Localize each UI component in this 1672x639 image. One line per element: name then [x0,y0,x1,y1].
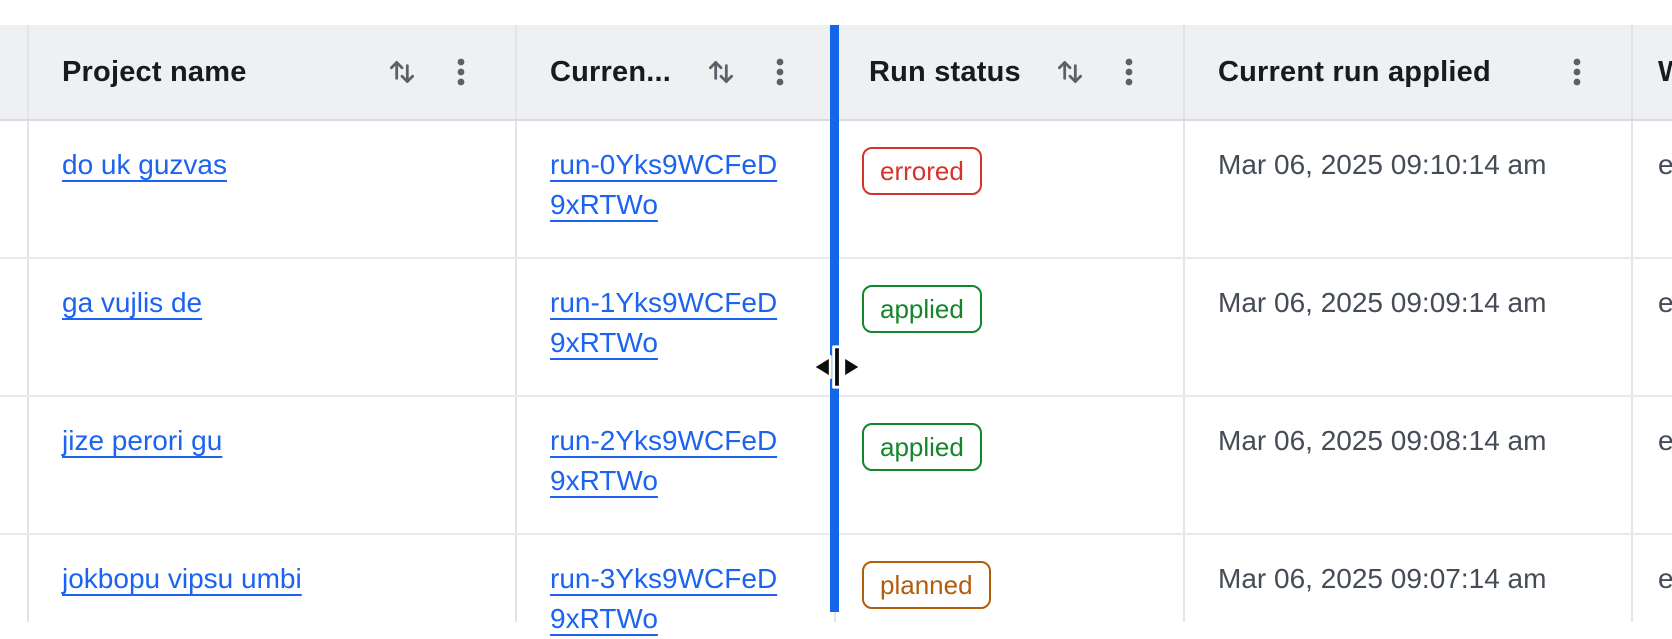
column-header-project-name[interactable]: Project name [29,25,517,119]
run-status-cell: applied [836,259,1185,395]
sort-icon[interactable] [385,55,419,89]
kebab-menu-icon[interactable] [1571,55,1583,89]
column-header-label: W [1658,55,1672,88]
column-header-label: Run status [869,55,1021,88]
row-gutter-cell [0,535,29,622]
sort-icon[interactable] [1053,55,1087,89]
project-link[interactable]: ga vujlis de [62,287,203,318]
project-link[interactable]: do uk guzvas [62,149,227,180]
current-run-applied-cell: Mar 06, 2025 09:08:14 am [1185,397,1633,533]
column-header-run-status[interactable]: Run status [836,25,1185,119]
clipped-cell: e [1658,563,1672,594]
project-link[interactable]: jize perori gu [62,425,223,456]
row-gutter-cell [0,259,29,395]
current-run-applied-cell: Mar 06, 2025 09:09:14 am [1185,259,1633,395]
row-gutter-cell [0,121,29,257]
kebab-menu-icon[interactable] [455,55,467,89]
timestamp-text: Mar 06, 2025 09:08:14 am [1218,425,1547,456]
status-badge: errored [862,147,982,195]
project-name-cell: do uk guzvas [29,121,517,257]
row-gutter-cell [0,397,29,533]
run-status-cell: errored [836,121,1185,257]
kebab-menu-icon[interactable] [1123,55,1135,89]
run-status-cell: planned [836,535,1185,622]
project-name-cell: jize perori gu [29,397,517,533]
timestamp-text: Mar 06, 2025 09:07:14 am [1218,563,1547,594]
column-header-label: Project name [62,55,247,88]
clipped-cell: e [1658,287,1672,318]
column-resize-guide-line[interactable] [830,25,839,612]
status-badge: applied [862,285,982,333]
column-header-current-run[interactable]: Curren... [517,25,836,119]
column-header-current-run-applied[interactable]: Current run applied [1185,25,1633,119]
timestamp-text: Mar 06, 2025 09:09:14 am [1218,287,1547,318]
clipped-cell: e [1658,149,1672,180]
run-status-cell: applied [836,397,1185,533]
status-badge: applied [862,423,982,471]
sort-icon[interactable] [704,55,738,89]
column-header-clipped[interactable]: W [1633,25,1672,119]
column-header-label: Curren... [550,55,672,88]
row-gutter-header-cell [0,25,29,119]
column-header-label: Current run applied [1218,55,1491,88]
project-name-cell: jokbopu vipsu umbi [29,535,517,622]
timestamp-text: Mar 06, 2025 09:10:14 am [1218,149,1547,180]
current-run-applied-cell: Mar 06, 2025 09:07:14 am [1185,535,1633,622]
kebab-menu-icon[interactable] [774,55,786,89]
project-name-cell: ga vujlis de [29,259,517,395]
col-resize-cursor-icon [806,342,868,392]
runs-table-page: { "table": { "columns": [ { "label": "Pr… [0,25,1672,634]
clipped-cell: e [1658,425,1672,456]
current-run-applied-cell: Mar 06, 2025 09:10:14 am [1185,121,1633,257]
status-badge: planned [862,561,991,609]
project-link[interactable]: jokbopu vipsu umbi [62,563,302,594]
